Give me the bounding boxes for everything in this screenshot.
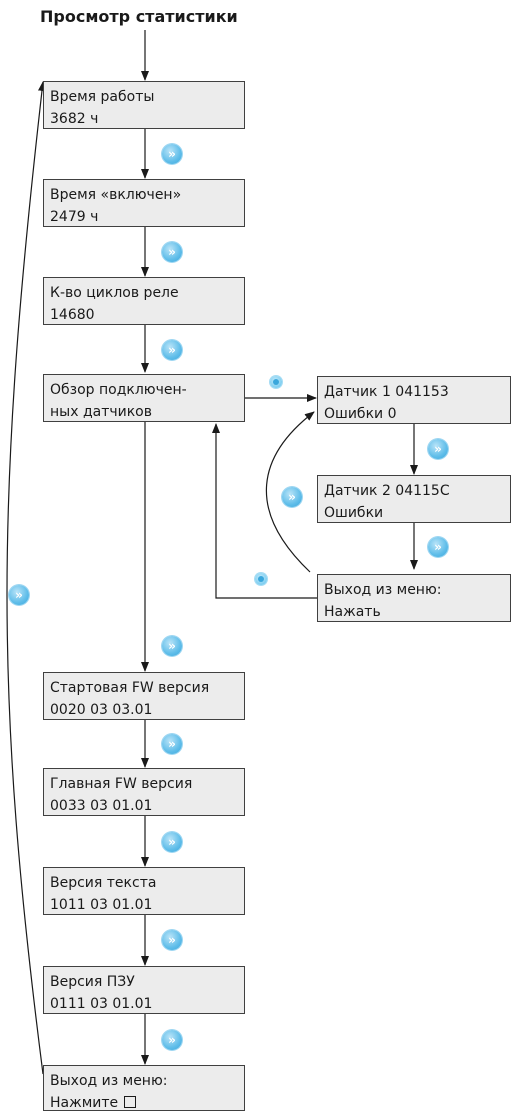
box-sensor-2-id: Датчик 2 04115C (324, 483, 450, 499)
square-button-icon (124, 1096, 137, 1108)
box-main-exit-line2: Нажмите (50, 1092, 244, 1111)
diagram-title: Просмотр статистики (40, 7, 238, 26)
box-main-exit: Выход из меню: Нажмите (43, 1065, 245, 1111)
next-button-icon: » (282, 487, 302, 507)
box-on-time: Время «включен» 2479 ч (43, 179, 245, 227)
arrow-exit-loop-to-runtime (6, 81, 46, 1075)
box-sensors-exit-line2: Нажать (324, 604, 381, 620)
next-button-icon: » (162, 144, 182, 164)
next-button-icon: » (162, 832, 182, 852)
next-button-icon: » (428, 439, 448, 459)
box-sensor-2: Датчик 2 04115C Ошибки (317, 475, 511, 523)
next-button-icon: » (162, 1030, 182, 1050)
box-boot-fw-label: Стартовая FW версия (50, 680, 210, 696)
box-rom-version-label: Версия ПЗУ (50, 974, 135, 990)
box-text-version: Версия текста 1011 03 01.01 (43, 867, 245, 915)
box-sensors-overview: Обзор подключен- ных датчиков (43, 374, 245, 422)
box-sensor-1-errors: Ошибки 0 (324, 406, 397, 422)
box-runtime: Время работы 3682 ч (43, 81, 245, 129)
box-sensors-overview-line1: Обзор подключен- (50, 382, 187, 398)
box-boot-fw: Стартовая FW версия 0020 03 03.01 (43, 672, 245, 720)
next-button-icon: » (162, 340, 182, 360)
box-sensor-1: Датчик 1 041153 Ошибки 0 (317, 376, 511, 424)
box-main-exit-line1: Выход из меню: (50, 1073, 168, 1089)
next-button-icon: » (162, 734, 182, 754)
box-relay-cycles-value: 14680 (50, 307, 95, 323)
next-button-icon: » (162, 930, 182, 950)
arrow-exit-to-overview (212, 423, 317, 599)
box-sensors-exit: Выход из меню: Нажать (317, 574, 511, 622)
box-relay-cycles-label: К-во циклов реле (50, 285, 179, 301)
box-text-version-label: Версия текста (50, 875, 157, 891)
box-text-version-value: 1011 03 01.01 (50, 897, 153, 913)
ok-button-icon (255, 573, 267, 585)
box-main-fw-value: 0033 03 01.01 (50, 798, 153, 814)
box-boot-fw-value: 0020 03 03.01 (50, 702, 153, 718)
box-runtime-value: 3682 ч (50, 111, 99, 127)
box-on-time-value: 2479 ч (50, 209, 99, 225)
box-sensors-overview-line2: ных датчиков (50, 404, 152, 420)
box-main-fw: Главная FW версия 0033 03 01.01 (43, 768, 245, 816)
box-sensor-2-errors: Ошибки (324, 505, 384, 521)
box-rom-version-value: 0111 03 01.01 (50, 996, 153, 1012)
arrow-exit-loop-to-sensor1 (265, 411, 315, 573)
next-button-icon: » (428, 537, 448, 557)
next-button-icon: » (162, 636, 182, 656)
box-relay-cycles: К-во циклов реле 14680 (43, 277, 245, 325)
box-sensors-exit-line1: Выход из меню: (324, 582, 442, 598)
box-on-time-label: Время «включен» (50, 187, 182, 203)
box-main-exit-text: Нажмите (50, 1095, 119, 1111)
box-rom-version: Версия ПЗУ 0111 03 01.01 (43, 966, 245, 1014)
next-button-icon: » (162, 242, 182, 262)
box-sensor-1-id: Датчик 1 041153 (324, 384, 449, 400)
box-runtime-label: Время работы (50, 89, 155, 105)
box-main-fw-label: Главная FW версия (50, 776, 193, 792)
ok-button-icon (270, 376, 282, 388)
next-button-icon: » (9, 585, 29, 605)
